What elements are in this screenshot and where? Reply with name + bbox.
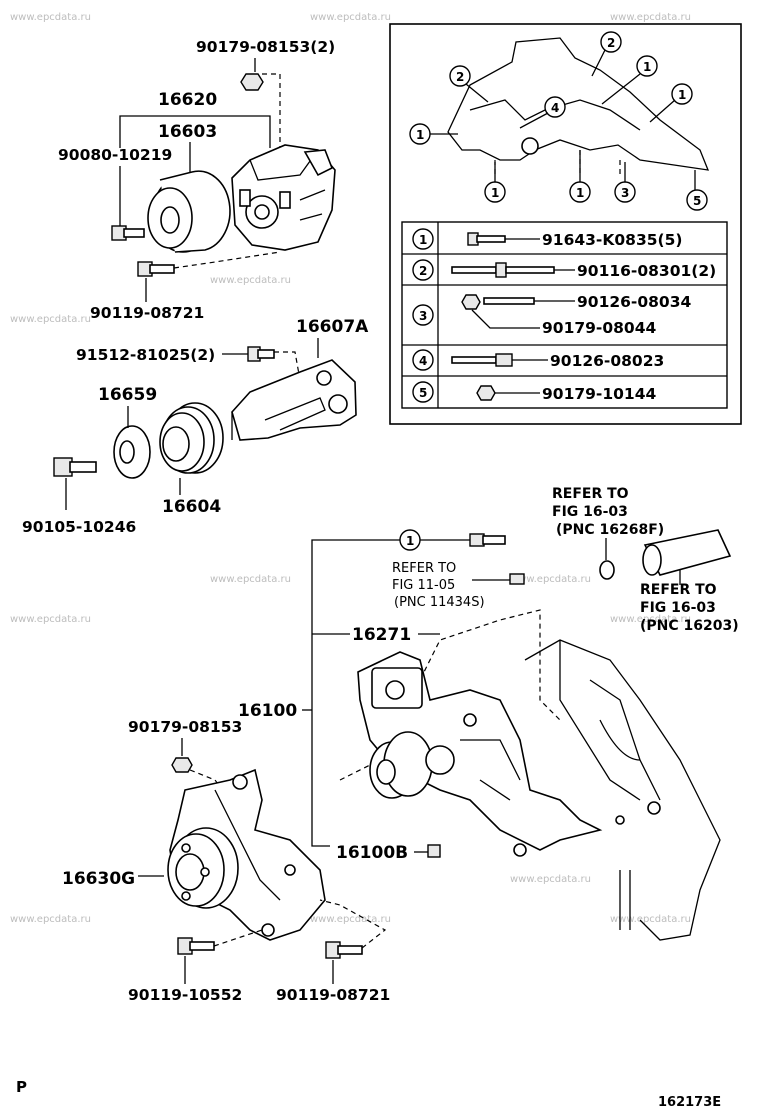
part-number-label: 16604 [162,497,221,517]
nut-icon [240,73,264,91]
reference-line: FIG 11-05 [392,578,455,593]
part-number-label: 16100 [238,701,297,721]
watermark: www.epcdata.ru [610,914,691,925]
figure-id: 162173E [658,1095,721,1110]
inset-marker: 1 [416,128,424,142]
legend-part-number: 90116-08301(2) [577,262,716,280]
callout-marker: 1 [406,534,414,548]
inset-marker: 2 [456,70,464,84]
washer-16659 [113,425,151,479]
legend-number: 2 [419,264,427,278]
reference-line: (PNC 16203) [640,618,739,634]
pump-housing-top [231,144,336,251]
nut-icon [171,757,193,773]
watermark: www.epcdata.ru [310,12,391,23]
legend-part-number: 90179-08044 [542,319,656,337]
plug-icon [427,844,441,858]
pipe-16203 [642,529,732,576]
watermark: www.epcdata.ru [10,914,91,925]
part-number-label: 16603 [158,122,217,142]
inset-marker: 5 [693,194,701,208]
watermark: www.epcdata.ru [210,275,291,286]
inset-legend: 1 91643-K0835(5) 2 90116-08301(2) 3 9012… [401,221,728,409]
watermark: www.epcdata.ru [510,574,591,585]
reference-line: REFER TO [640,582,717,598]
inset-panel: 2 2 1 1 4 1 1 1 3 5 1 91643-K0835(5) [389,23,742,425]
pulley-16603 [147,170,231,253]
legend-part-number: 91643-K0835(5) [542,231,682,249]
o-ring-icon [599,560,615,580]
inset-markers: 2 2 1 1 4 1 1 1 3 5 [409,31,708,211]
bolt-icon [469,533,485,547]
part-number-label: 90080-10219 [58,146,172,164]
water-pump-assembly: 1 16271 16100 16100B [238,529,721,941]
part-number-label: 16659 [98,385,157,405]
bolt-icon [53,457,97,477]
watermark: www.epcdata.ru [10,12,91,23]
legend-number: 3 [419,309,427,323]
watermark: www.epcdata.ru [510,874,591,885]
bolt-icon [247,346,275,362]
inset-marker: 1 [491,186,499,200]
part-number-label: 90119-08721 [90,304,204,322]
idler-bracket-group: 16607A 91512-81025(2) 16659 [22,317,369,536]
watermark: www.epcdata.ru [10,314,91,325]
legend-part-number: 90126-08023 [550,352,664,370]
watermark: www.epcdata.ru [610,614,691,625]
reference-notes: REFER TO FIG 16-03 (PNC 16268F) REFER TO… [392,486,739,634]
inset-marker: 4 [551,101,559,115]
engine-block-partial [524,639,721,941]
part-number-label: 16630G [62,869,135,889]
dowel-icon [509,573,525,585]
part-number-label: 90119-08721 [276,986,390,1004]
inset-marker: 1 [576,186,584,200]
pump-body [357,651,603,857]
reference-line: REFER TO [392,561,456,576]
inset-marker: 3 [621,186,629,200]
bolt-icon [111,225,145,241]
reference-line: REFER TO [552,486,629,502]
legend-part-number: 90179-10144 [542,385,656,403]
legend-number: 4 [419,354,427,368]
reference-line: FIG 16-03 [640,600,716,616]
part-number-label: 91512-81025(2) [76,346,215,364]
pulley-bracket-16630G: 90179-08153 16630G 90119-10552 90119-087… [62,718,390,1004]
part-number-label: 90179-08153(2) [196,38,335,56]
legend-number: 5 [419,386,427,400]
watermark: www.epcdata.ru [310,914,391,925]
reference-line: FIG 16-03 [552,504,628,520]
pulley-16604 [159,402,224,474]
part-number-label: 16100B [336,843,408,863]
part-number-label: 16607A [296,317,369,337]
legend-number: 1 [419,233,427,247]
reference-line: (PNC 16268F) [556,522,664,538]
inset-marker: 1 [643,60,651,74]
pump-pulley-group: 90179-08153(2) 16620 16603 90080-10219 [58,38,336,322]
part-number-label: 90179-08153 [128,718,242,736]
watermark: www.epcdata.ru [610,12,691,23]
watermark: www.epcdata.ru [10,614,91,625]
corner-letter: P [16,1078,27,1096]
watermark: www.epcdata.ru [210,574,291,585]
inset-marker: 2 [607,36,615,50]
bolt-icon [137,261,175,277]
bracket-16607A [231,359,357,441]
part-number-label: 90105-10246 [22,518,136,536]
part-number-label: 90119-10552 [128,986,242,1004]
inset-marker: 1 [678,88,686,102]
part-number-label: 16620 [158,90,217,110]
part-number-label: 16271 [352,625,411,645]
legend-part-number: 90126-08034 [577,293,691,311]
reference-line: (PNC 11434S) [394,595,485,610]
